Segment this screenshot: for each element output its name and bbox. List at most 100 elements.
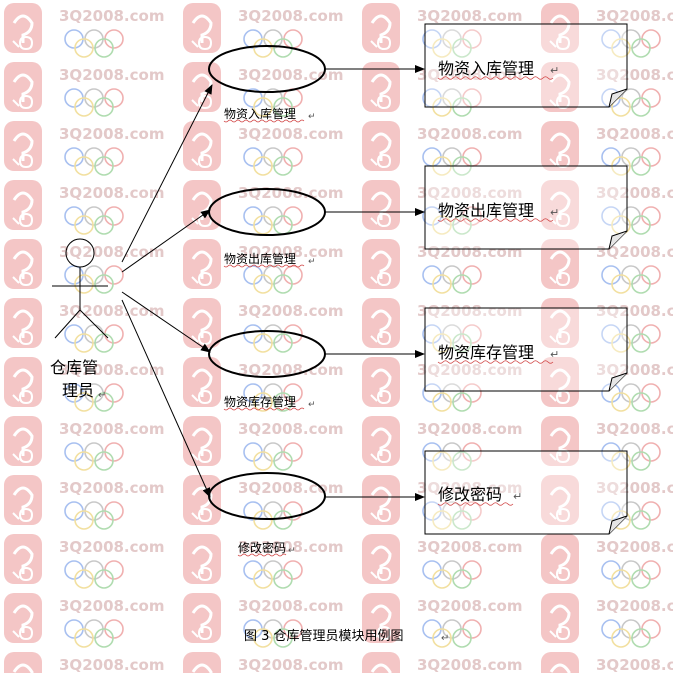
watermark-logo-icon	[4, 298, 42, 348]
watermark-text: 3Q2008.com	[59, 302, 164, 320]
paragraph-mark: ↵	[308, 112, 316, 122]
watermark-text: 3Q2008.com	[417, 302, 522, 320]
olympic-rings-icon	[64, 619, 124, 648]
watermark-logo-icon	[183, 534, 221, 584]
watermark-text: 3Q2008.com	[417, 597, 522, 615]
watermark-text: 3Q2008.com	[417, 479, 522, 497]
olympic-rings-icon	[601, 29, 661, 58]
watermark-text: 3Q2008.com	[238, 656, 343, 673]
olympic-rings-icon	[243, 383, 303, 412]
association-stock	[121, 291, 211, 353]
use-case-outbound: 物资出库管理 ↵	[208, 188, 326, 268]
watermark-text: 3Q2008.com	[596, 302, 673, 320]
olympic-rings-icon	[64, 560, 124, 589]
olympic-rings-icon	[64, 501, 124, 530]
olympic-rings-icon	[601, 560, 661, 589]
olympic-rings-icon	[64, 29, 124, 58]
spellcheck-underline	[437, 502, 514, 506]
watermark-logo-icon	[362, 593, 400, 643]
figure-caption: 图 3 仓库管理员模块用例图	[244, 628, 404, 644]
watermark-text: 3Q2008.com	[238, 243, 343, 261]
spellcheck-underline	[437, 76, 554, 80]
note-inbound: 物资入库管理 ↵	[424, 23, 628, 108]
paragraph-mark: ↵	[513, 490, 522, 503]
olympic-rings-icon	[422, 619, 482, 648]
olympic-rings-icon	[64, 383, 124, 412]
watermark-text: 3Q2008.com	[417, 66, 522, 84]
watermark-text: 3Q2008.com	[59, 7, 164, 25]
olympic-rings-icon	[243, 88, 303, 117]
watermark-logo-icon	[362, 652, 400, 673]
spellcheck-underline	[437, 218, 554, 222]
olympic-rings-icon	[422, 560, 482, 589]
watermark-logo-icon	[183, 593, 221, 643]
watermark-text: 3Q2008.com	[596, 538, 673, 556]
watermark-logo-icon	[4, 62, 42, 112]
actor-right-leg	[79, 309, 109, 339]
olympic-rings-icon	[243, 324, 303, 353]
watermark-logo-icon	[541, 298, 579, 348]
watermark-text: 3Q2008.com	[59, 538, 164, 556]
olympic-rings-icon	[64, 442, 124, 471]
watermark-text: 3Q2008.com	[596, 597, 673, 615]
watermark-text: 3Q2008.com	[238, 125, 343, 143]
use-case-label: 物资出库管理	[224, 251, 296, 266]
note-fold	[608, 88, 628, 108]
watermark-logo-icon	[4, 3, 42, 53]
olympic-rings-icon	[601, 442, 661, 471]
spellcheck-underline	[437, 360, 554, 364]
watermark-text: 3Q2008.com	[59, 66, 164, 84]
watermark-logo-icon	[4, 593, 42, 643]
watermark-text: 3Q2008.com	[596, 361, 673, 379]
olympic-rings-icon	[64, 324, 124, 353]
watermark-text: 3Q2008.com	[59, 420, 164, 438]
note-label: 物资库存管理	[438, 343, 534, 362]
watermark-logo-icon	[541, 121, 579, 171]
watermark-text: 3Q2008.com	[238, 538, 343, 556]
watermark-text: 3Q2008.com	[417, 184, 522, 202]
olympic-rings-icon	[243, 29, 303, 58]
use-case-label: 修改密码	[238, 540, 286, 555]
watermark-logo-icon	[362, 121, 400, 171]
olympic-rings-icon	[422, 383, 482, 412]
actor-warehouse-admin: 仓库管 理员 ↵	[50, 238, 109, 401]
watermark-text: 3Q2008.com	[417, 125, 522, 143]
note-stock: 物资库存管理 ↵	[424, 307, 628, 392]
watermark-logo-icon	[541, 239, 579, 289]
olympic-rings-icon	[422, 501, 482, 530]
olympic-rings-icon	[422, 206, 482, 235]
watermark-logo-icon	[362, 239, 400, 289]
spellcheck-underline	[223, 264, 305, 268]
note-label: 物资入库管理	[438, 59, 534, 78]
watermark-logo-icon	[362, 298, 400, 348]
watermark-text: 3Q2008.com	[596, 7, 673, 25]
watermark-logo-icon	[541, 62, 579, 112]
watermark-logo-icon	[4, 239, 42, 289]
watermark-logo-icon	[4, 180, 42, 230]
note-connectors	[325, 65, 425, 501]
watermark-logo-icon	[4, 652, 42, 673]
association-password	[121, 299, 211, 498]
watermark-text: 3Q2008.com	[59, 597, 164, 615]
watermark-text: 3Q2008.com	[238, 420, 343, 438]
olympic-rings-icon	[243, 265, 303, 294]
watermark-text: 3Q2008.com	[417, 243, 522, 261]
olympic-rings-icon	[64, 265, 124, 294]
olympic-rings-icon	[64, 88, 124, 117]
use-case-inbound: 物资入库管理 ↵	[208, 45, 326, 123]
olympic-rings-icon	[243, 619, 303, 648]
watermark-text: 3Q2008.com	[238, 7, 343, 25]
spellcheck-underline	[237, 553, 287, 557]
watermark-text: 3Q2008.com	[417, 656, 522, 673]
actor-label-line1: 仓库管	[50, 358, 98, 377]
olympic-rings-icon	[243, 206, 303, 235]
watermark-logo-icon	[362, 357, 400, 407]
watermark-text: 3Q2008.com	[596, 66, 673, 84]
watermark-text: 3Q2008.com	[417, 538, 522, 556]
watermark-layer: 3Q2008.com 3Q2008.com 3Q2008.com 3Q2008.com…	[4, 3, 673, 673]
watermark-text: 3Q2008.com	[417, 7, 522, 25]
watermark-logo-icon	[4, 475, 42, 525]
olympic-rings-icon	[422, 265, 482, 294]
actor-left-leg	[54, 309, 81, 339]
actor-label-mark: ↵	[98, 390, 106, 401]
